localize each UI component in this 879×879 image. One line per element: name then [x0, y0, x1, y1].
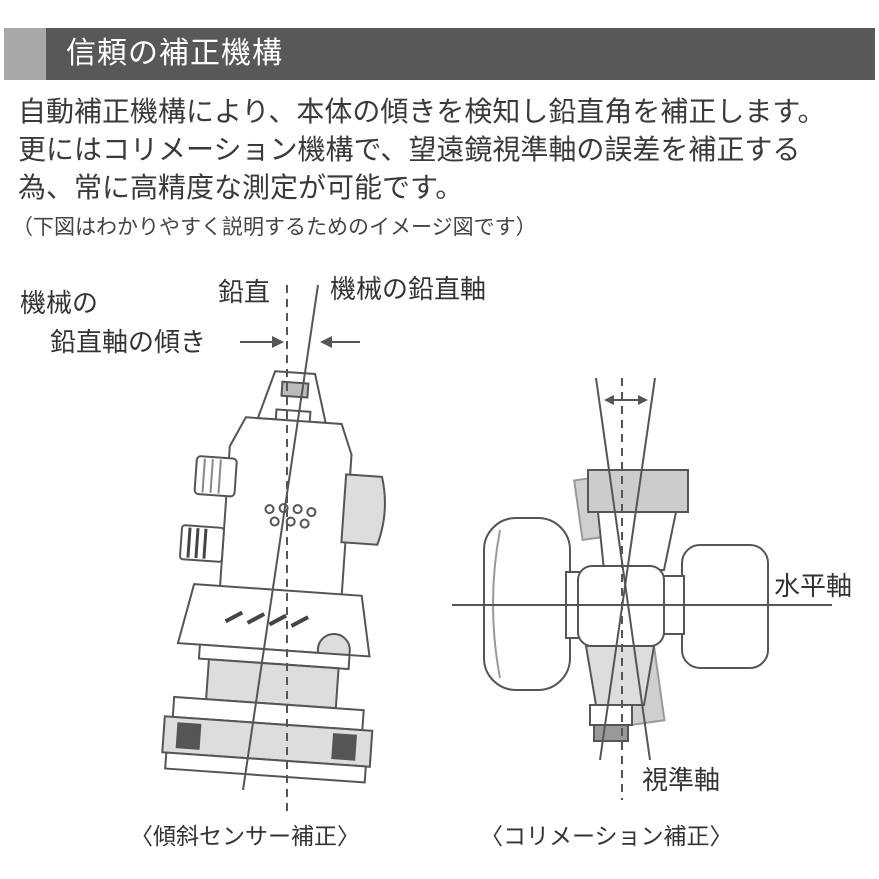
caption-tilt-sensor: 〈傾斜センサー補正〉 [130, 824, 360, 850]
label-sight-axis: 視準軸 [642, 766, 721, 796]
description-line-2: 更にはコリメーション機構で、望遠鏡視準軸の誤差を補正する [18, 133, 801, 166]
label-machine-vertical-axis: 機械の鉛直軸 [330, 275, 487, 305]
caption-collimation: 〈コリメーション補正〉 [480, 824, 733, 850]
sight-axis-line-a [595, 377, 651, 761]
label-horizontal-axis: 水平軸 [774, 572, 853, 602]
machine-vertical-axis-line [242, 284, 319, 791]
image-note: （下図はわかりやすく説明するためのイメージ図です） [12, 215, 537, 239]
description-line-3: 為、常に高精度な測定が可能です。 [18, 171, 464, 204]
sight-axis-line-b [599, 377, 656, 761]
section-header: 信頼の補正機構 [4, 28, 875, 80]
label-vertical: 鉛直 [218, 278, 271, 308]
tilted-instrument-drawing [161, 370, 386, 784]
description: 自動補正機構により、本体の傾きを検知し鉛直角を補正します。 更にはコリメーション… [18, 93, 826, 207]
header-accent-bar [4, 28, 46, 80]
label-tilt-line-1: 機械の [20, 289, 99, 319]
section-title: 信頼の補正機構 [66, 36, 283, 71]
label-tilt-line-2: 鉛直軸の傾き [50, 328, 207, 358]
description-line-1: 自動補正機構により、本体の傾きを検知し鉛直角を補正します。 [18, 95, 826, 128]
